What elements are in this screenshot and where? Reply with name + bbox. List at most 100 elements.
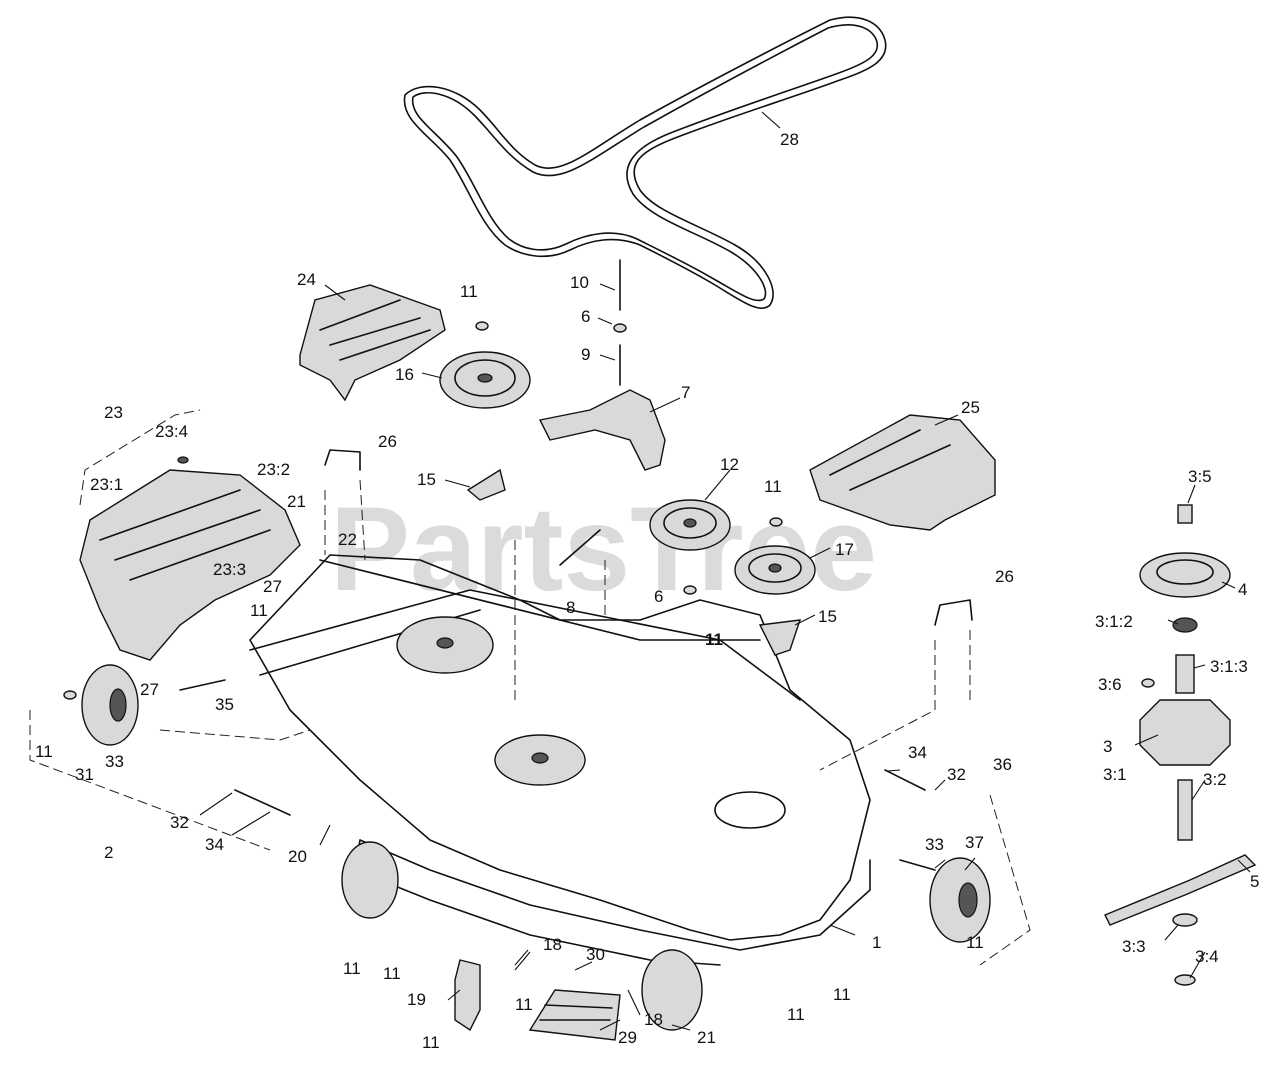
nut-11-top	[475, 321, 489, 331]
deck-skirt	[354, 839, 871, 966]
pulley-17-rim	[748, 553, 802, 583]
callout-15-left: 15	[417, 470, 436, 489]
callout-11-far-left: 11	[35, 742, 53, 761]
pulley-12-rim	[663, 507, 717, 539]
callout-31: 31	[75, 765, 94, 784]
callout-33-left: 33	[105, 752, 124, 771]
callout-11-front-a: 11	[343, 959, 361, 978]
nut-11-right	[769, 517, 783, 527]
callout-1: 1	[872, 933, 881, 952]
bolt-33-right	[899, 859, 936, 871]
bracket-26-right-guide	[819, 630, 971, 771]
callout-21-top: 21	[287, 492, 306, 511]
callout-20: 20	[288, 847, 307, 866]
pulley-17-hub	[768, 563, 782, 573]
deck-pulley-left-hub	[436, 637, 454, 649]
bolt-34-left	[234, 789, 291, 816]
belt-cover-right	[809, 414, 996, 531]
spring-8	[559, 529, 601, 566]
belt-cover-left-ribs	[319, 299, 431, 361]
wheel-left-guides	[29, 710, 311, 851]
idler-arm	[538, 389, 666, 471]
callout-22: 22	[338, 530, 357, 549]
callout-3-4: 3:4	[1195, 947, 1219, 966]
cone-15-left	[466, 468, 506, 501]
belt-cover-right-ribs	[829, 429, 951, 491]
fitting-3-6	[1141, 678, 1155, 688]
callout-24: 24	[297, 270, 316, 289]
deck-cover-ribs	[99, 489, 271, 581]
callout-11: 11	[460, 282, 478, 301]
callout-9: 9	[581, 345, 590, 364]
callout-6-lower: 6	[654, 587, 663, 606]
knob-23-4	[177, 456, 189, 464]
nut-11-wheel-left	[63, 690, 77, 700]
idler-pulley-16-hub	[477, 373, 493, 383]
callout-23-1: 23:1	[90, 475, 123, 494]
callout-27-top: 27	[263, 577, 282, 596]
callout-26-left: 26	[378, 432, 397, 451]
callout-32-right: 32	[947, 765, 966, 784]
callout-11-bracket: 11	[515, 995, 533, 1014]
callout-3-1: 3:1	[1103, 765, 1127, 784]
callout-23-3: 23:3	[213, 560, 246, 579]
plate-29	[528, 989, 621, 1041]
deck-cover	[79, 469, 301, 661]
callout-3-6: 3:6	[1098, 675, 1122, 694]
bracket-19	[454, 959, 481, 1032]
gauge-wheel-31-hub	[109, 688, 127, 722]
callout-23: 23	[104, 403, 123, 422]
callout-11-center: 11	[705, 630, 723, 649]
deck-housing	[249, 554, 871, 941]
group-23-bracket	[79, 409, 201, 506]
callout-27-left: 27	[140, 680, 159, 699]
idler-pulley-16-rim	[454, 359, 516, 397]
callout-35: 35	[215, 695, 234, 714]
deck-spindle-hole-right	[714, 791, 786, 829]
callout-37: 37	[965, 833, 984, 852]
callout-3-3: 3:3	[1122, 937, 1146, 956]
nut-12	[683, 585, 697, 595]
callout-11-bottom-left: 11	[422, 1033, 440, 1052]
callout-23-2: 23:2	[257, 460, 290, 479]
callout-3-1-3: 3:1:3	[1210, 657, 1248, 676]
callout-3: 3	[1103, 737, 1112, 756]
callout-11-wheel-right: 11	[966, 933, 984, 952]
blade-5	[1104, 854, 1257, 926]
callout-4: 4	[1238, 580, 1247, 599]
callout-36: 36	[993, 755, 1012, 774]
front-wheel-left	[341, 841, 399, 919]
callout-11-front-b: 11	[383, 964, 401, 983]
callout-11-right-top: 11	[764, 477, 782, 496]
drive-belt-inner	[411, 24, 879, 302]
leader-lines	[199, 111, 1251, 1031]
bracket-26-right	[934, 599, 973, 626]
spindle-pulley-4-rim	[1156, 559, 1214, 585]
callout-34-right: 34	[908, 743, 927, 762]
belt-cover-left	[299, 284, 446, 402]
callout-26-right: 26	[995, 567, 1014, 586]
callout-16: 16	[395, 365, 414, 384]
group-36-bracket	[979, 794, 1031, 966]
callout-labels: 28 10 6 9 24 11 16 7 25 23 23:4 26 23:1 …	[35, 130, 1259, 1052]
bracket-26-left	[324, 449, 361, 471]
callout-34-left: 34	[205, 835, 224, 854]
bolt-34-right	[884, 769, 926, 791]
callout-32-left: 32	[170, 813, 189, 832]
callout-30: 30	[586, 945, 605, 964]
gauge-wheel-37-hub	[958, 882, 978, 918]
pulley-12-hub	[683, 518, 697, 528]
callout-25: 25	[961, 398, 980, 417]
callout-2: 2	[104, 843, 113, 862]
callout-17: 17	[835, 540, 854, 559]
callout-15-right: 15	[818, 607, 837, 626]
callout-12: 12	[720, 455, 739, 474]
spindle-housing-3-1	[1139, 699, 1231, 766]
callout-7: 7	[681, 383, 690, 402]
callout-3-5: 3:5	[1188, 467, 1212, 486]
callout-18-top: 18	[543, 935, 562, 954]
callout-29: 29	[618, 1028, 637, 1047]
washer-6	[613, 323, 627, 333]
